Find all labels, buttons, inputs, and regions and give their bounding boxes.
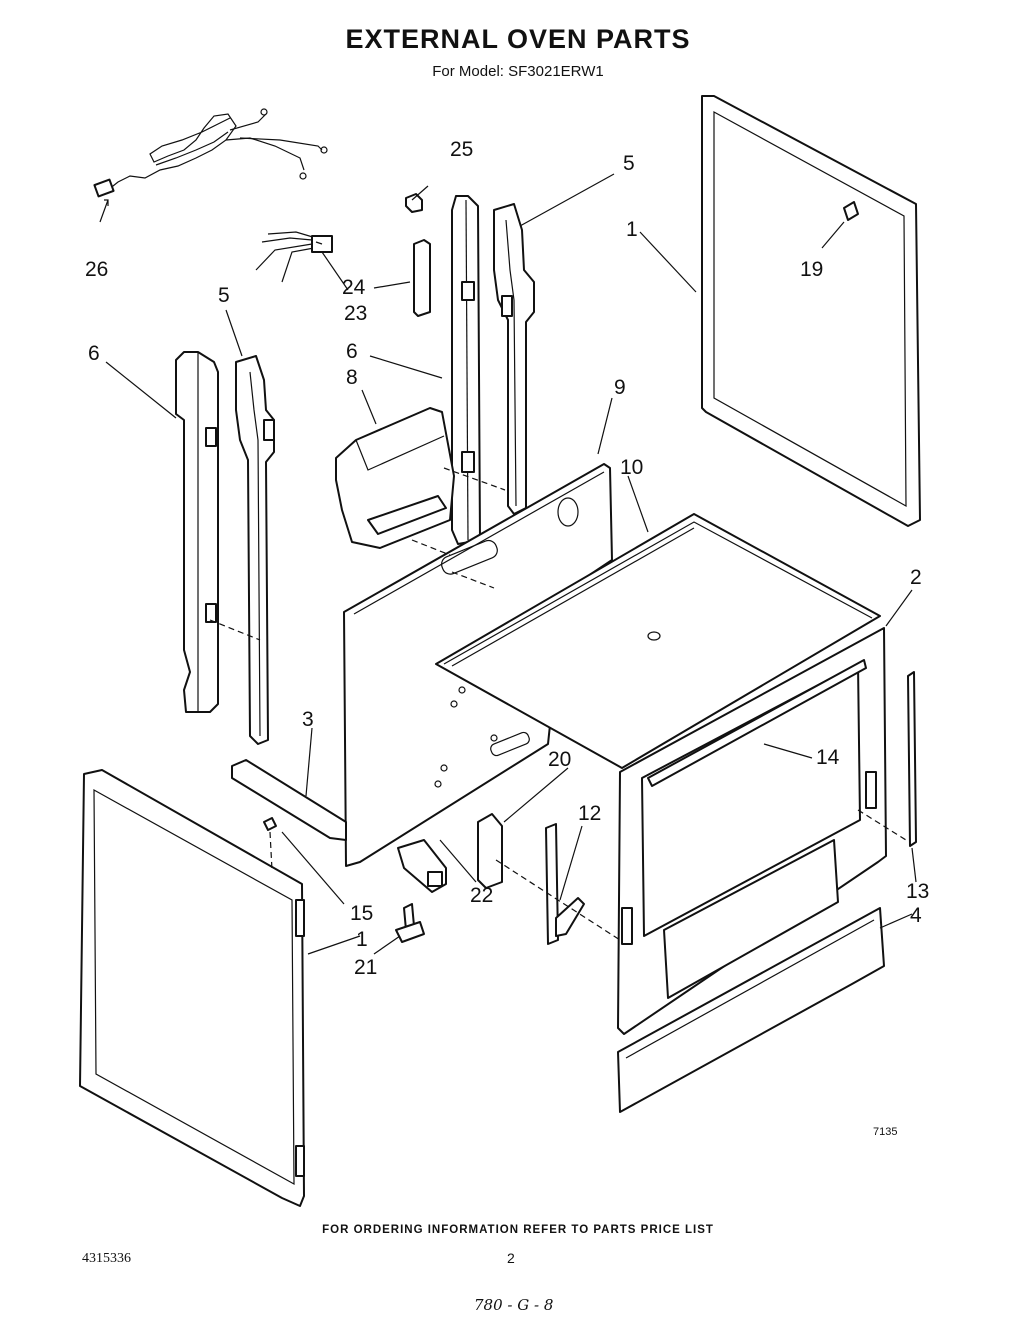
trim-strip (647, 659, 867, 787)
callout-9: 9 (614, 376, 626, 399)
callout-15: 15 (350, 902, 373, 925)
callout-20: 20 (548, 748, 571, 771)
callout-6-left: 6 (88, 342, 100, 365)
model-subtitle: For Model: SF3021ERW1 (432, 63, 604, 80)
callout-6-mid: 6 (346, 340, 358, 363)
page-title: EXTERNAL OVEN PARTS (345, 24, 691, 54)
left-front-rail (235, 355, 275, 745)
callout-12: 12 (578, 802, 601, 825)
screw-part (263, 817, 277, 831)
ordering-note: FOR ORDERING INFORMATION REFER TO PARTS … (322, 1224, 714, 1236)
callout-13: 13 (906, 880, 929, 903)
right-side-panel (701, 95, 921, 527)
document-number: 4315336 (82, 1251, 131, 1266)
leader-lines (99, 173, 917, 955)
door-hinge (545, 823, 585, 945)
callout-5-left: 5 (218, 284, 230, 307)
clip-part (405, 193, 423, 213)
cooktop-panel (435, 513, 881, 769)
callout-14: 14 (816, 746, 840, 769)
callout-8: 8 (346, 366, 358, 389)
handwritten-code: 780 - G - 8 (474, 1296, 554, 1314)
callout-2: 2 (910, 566, 922, 589)
assembly-lines (209, 467, 907, 941)
front-frame (617, 627, 887, 1035)
leveler-bracket (397, 839, 447, 893)
callout-4: 4 (910, 904, 922, 927)
callout-25: 25 (450, 138, 473, 161)
bracket-part (413, 239, 431, 317)
small-bracket (477, 813, 503, 889)
drawing-number: 7135 (873, 1126, 898, 1138)
power-cord (93, 108, 328, 198)
page-number: 2 (507, 1250, 515, 1266)
callout-19: 19 (800, 258, 823, 281)
center-channel (451, 195, 481, 545)
kick-plate (617, 907, 885, 1113)
callout-10: 10 (620, 456, 643, 479)
side-trim (907, 671, 917, 847)
leveling-leg (395, 903, 425, 943)
callout-26: 26 (85, 258, 108, 281)
right-front-rail (493, 203, 535, 515)
callout-23: 23 (344, 302, 367, 325)
left-side-channel (175, 351, 219, 713)
callout-5-right: 5 (623, 152, 635, 175)
callout-21: 21 (354, 956, 377, 979)
callout-22: 22 (470, 884, 493, 907)
bottom-rail (231, 759, 347, 841)
wire-harness (255, 231, 333, 283)
callout-3: 3 (302, 708, 314, 731)
callout-1-left: 1 (356, 928, 368, 951)
burner-box-part (335, 407, 455, 549)
left-side-panel (79, 769, 305, 1207)
callout-1-right: 1 (626, 218, 638, 241)
callout-24: 24 (342, 276, 366, 299)
